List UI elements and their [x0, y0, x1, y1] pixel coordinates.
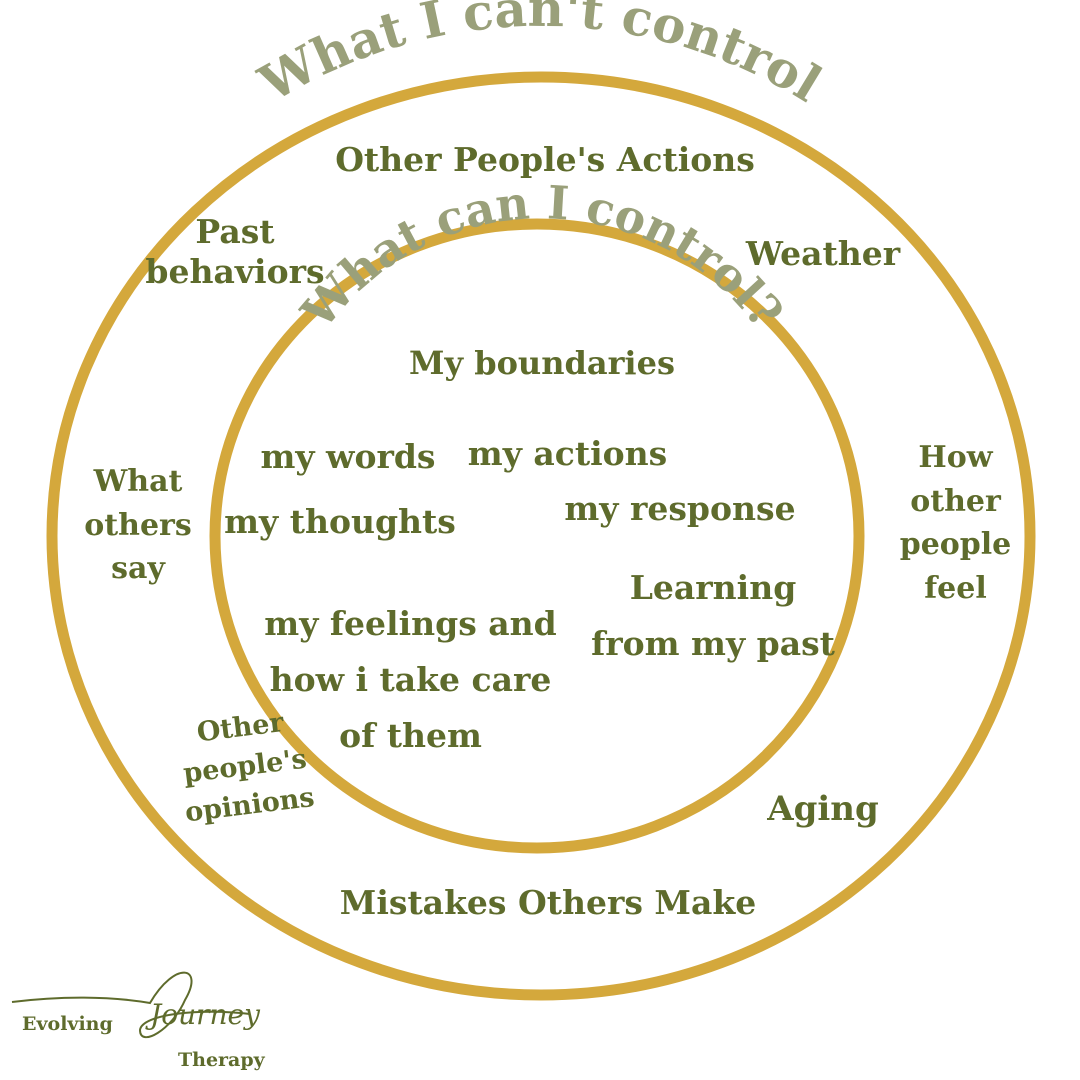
logo-word-evolving: Evolving [22, 1013, 113, 1035]
inner-circle [209, 218, 865, 854]
logo-swoosh [11, 971, 251, 1039]
item-how-other-people-feel: How other people feel [899, 440, 1012, 606]
logo-word-therapy: Therapy [178, 1049, 266, 1071]
item-learning-from-my-past: Learning from my past [591, 568, 835, 664]
outer-circle [46, 71, 1036, 1001]
outer-circle-title: What I can't control [249, 0, 832, 113]
item-what-others-say: What others say [84, 464, 192, 586]
item-my-boundaries: My boundaries [409, 344, 675, 382]
inner-circle-title-text: What can I control? [290, 175, 793, 339]
item-my-actions: my actions [467, 434, 668, 473]
item-my-response: my response [564, 489, 796, 528]
item-my-feelings: my feelings and how i take care of them [264, 604, 557, 756]
item-other-peoples-actions: Other People's Actions [335, 140, 755, 179]
item-weather: Weather [745, 234, 901, 273]
outer-circle-title-text: What I can't control [249, 0, 832, 113]
item-mistakes-others-make: Mistakes Others Make [339, 883, 757, 922]
item-my-thoughts: my thoughts [224, 502, 456, 541]
item-my-words: my words [260, 437, 436, 476]
inner-circle-title: What can I control? [290, 175, 793, 339]
item-aging: Aging [767, 789, 879, 829]
item-past-behaviors: Past behaviors [145, 212, 325, 291]
logo-word-journey: Journey [145, 998, 261, 1031]
logo: Evolving Journey Therapy [11, 971, 266, 1071]
